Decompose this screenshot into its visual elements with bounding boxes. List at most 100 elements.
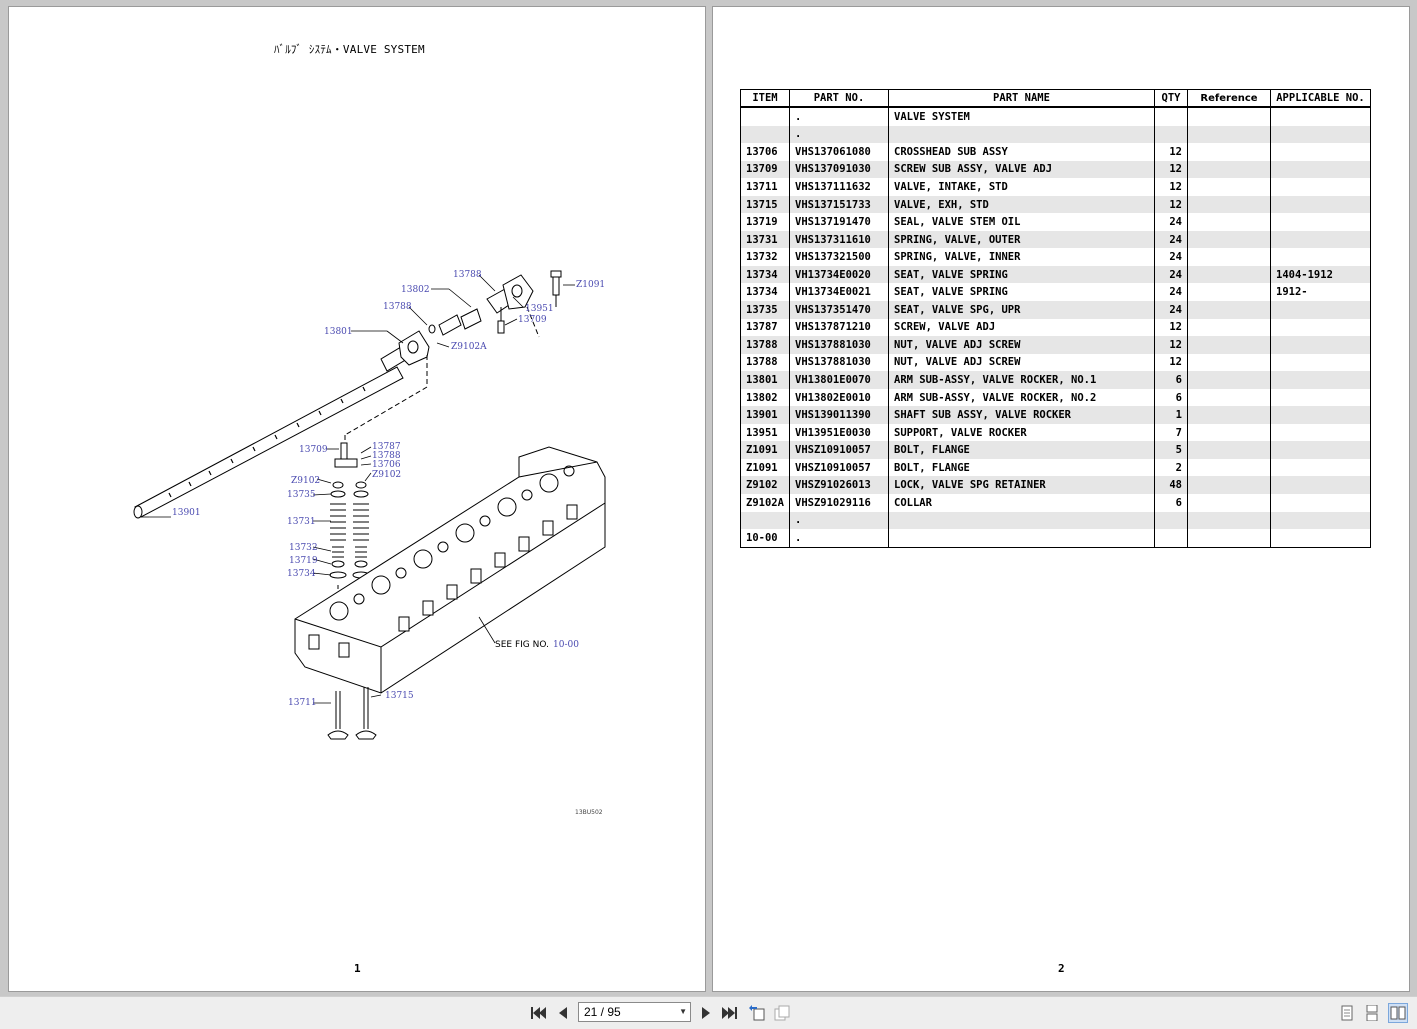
cell-applicable-no xyxy=(1270,230,1371,249)
cell-item: 13788 xyxy=(740,336,790,354)
cell-qty: 2 xyxy=(1154,458,1188,477)
page-title: ﾊﾞﾙﾌﾞ ｼｽﾃﾑ・VALVE SYSTEM xyxy=(274,43,425,56)
continuous-view-icon[interactable] xyxy=(1362,1003,1382,1023)
cell-reference xyxy=(1187,511,1271,530)
previous-view-icon[interactable] xyxy=(747,1003,767,1023)
cell-part-name: SEAT, VALVE SPRING xyxy=(888,265,1155,284)
page-number-right: 2 xyxy=(1058,962,1065,975)
cell-part-name: ARM SUB-ASSY, VALVE ROCKER, NO.1 xyxy=(888,371,1155,389)
cell-applicable-no xyxy=(1270,125,1371,144)
cell-part-no: . xyxy=(789,125,889,144)
cell-part-no: VH13951E0030 xyxy=(789,423,889,442)
label-z9102-right: Z9102 xyxy=(372,470,401,480)
next-view-icon[interactable] xyxy=(772,1003,792,1023)
cell-applicable-no xyxy=(1270,178,1371,196)
cell-applicable-no xyxy=(1270,388,1371,407)
cell-qty: 24 xyxy=(1154,230,1188,249)
first-page-icon[interactable] xyxy=(528,1003,548,1023)
cell-item: 10-00 xyxy=(740,529,790,548)
table-row: .VALVE SYSTEM xyxy=(740,107,1371,126)
cell-part-name: BOLT, FLANGE xyxy=(888,458,1155,477)
label-13719: 13719 xyxy=(289,556,318,566)
cell-item: 13802 xyxy=(740,388,790,407)
cell-part-name: NUT, VALVE ADJ SCREW xyxy=(888,336,1155,354)
cell-reference xyxy=(1187,423,1271,442)
page-indicator: 21 / 95 xyxy=(584,1005,621,1019)
cell-qty: 12 xyxy=(1154,353,1188,372)
cell-applicable-no xyxy=(1270,423,1371,442)
cell-part-no: VHS139011390 xyxy=(789,406,889,424)
table-header-row: ITEM PART NO. PART NAME QTY Reference AP… xyxy=(740,89,1371,108)
cell-applicable-no xyxy=(1270,195,1371,214)
cell-applicable-no xyxy=(1270,353,1371,372)
cell-applicable-no: 1404-1912 xyxy=(1270,265,1371,284)
cell-part-no: VHSZ91026013 xyxy=(789,476,889,495)
cell-applicable-no xyxy=(1270,511,1371,530)
cell-item: Z1091 xyxy=(740,458,790,477)
label-see-fig: SEE FIG NO. xyxy=(495,640,549,650)
cell-item: 13734 xyxy=(740,265,790,284)
label-z1091: Z1091 xyxy=(576,280,605,290)
cell-applicable-no xyxy=(1270,107,1371,126)
next-page-icon[interactable] xyxy=(696,1003,716,1023)
exhaust-valve xyxy=(355,687,377,740)
cell-reference xyxy=(1187,248,1271,266)
cell-part-no: VHS137311610 xyxy=(789,230,889,249)
cell-item xyxy=(740,511,790,530)
cell-part-no: VHSZ91029116 xyxy=(789,494,889,512)
cell-reference xyxy=(1187,178,1271,196)
cell-part-name: SCREW, VALVE ADJ xyxy=(888,318,1155,337)
cell-item: Z1091 xyxy=(740,441,790,459)
cell-item: 13788 xyxy=(740,353,790,372)
header-item: ITEM xyxy=(740,89,790,108)
cell-applicable-no: 1912- xyxy=(1270,283,1371,302)
cell-part-no: VHSZ10910057 xyxy=(789,441,889,459)
cell-reference xyxy=(1187,160,1271,179)
cell-qty xyxy=(1154,125,1188,144)
cell-part-name: VALVE SYSTEM xyxy=(888,107,1155,126)
cell-item xyxy=(740,125,790,144)
label-13802: 13802 xyxy=(401,285,430,295)
label-13788-mid: 13788 xyxy=(383,302,412,312)
label-13788-top: 13788 xyxy=(453,270,482,280)
label-13706: 13706 xyxy=(372,460,401,470)
cell-reference xyxy=(1187,125,1271,144)
cell-part-no: VH13734E0020 xyxy=(789,265,889,284)
cell-item: 13734 xyxy=(740,283,790,302)
facing-view-icon[interactable] xyxy=(1388,1003,1408,1023)
cell-item xyxy=(740,107,790,126)
cell-qty: 12 xyxy=(1154,195,1188,214)
page-number-select[interactable]: 21 / 95 ▼ xyxy=(578,1002,691,1022)
cell-reference xyxy=(1187,476,1271,495)
cell-item: 13732 xyxy=(740,248,790,266)
prev-page-icon[interactable] xyxy=(553,1003,573,1023)
cell-qty xyxy=(1154,107,1188,126)
cell-part-no: . xyxy=(789,511,889,530)
cell-part-no: VHS137321500 xyxy=(789,248,889,266)
cell-reference xyxy=(1187,458,1271,477)
cell-part-name xyxy=(888,529,1155,548)
cell-reference xyxy=(1187,195,1271,214)
cell-part-name xyxy=(888,125,1155,144)
cell-reference xyxy=(1187,265,1271,284)
last-page-icon[interactable] xyxy=(720,1003,740,1023)
cell-reference xyxy=(1187,494,1271,512)
cell-reference xyxy=(1187,441,1271,459)
label-13715: 13715 xyxy=(385,691,414,701)
cell-applicable-no xyxy=(1270,160,1371,179)
cell-part-name: SEAT, VALVE SPG, UPR xyxy=(888,301,1155,319)
page-number-left: 1 xyxy=(354,962,361,975)
cell-applicable-no xyxy=(1270,371,1371,389)
single-page-view-icon[interactable] xyxy=(1337,1003,1357,1023)
